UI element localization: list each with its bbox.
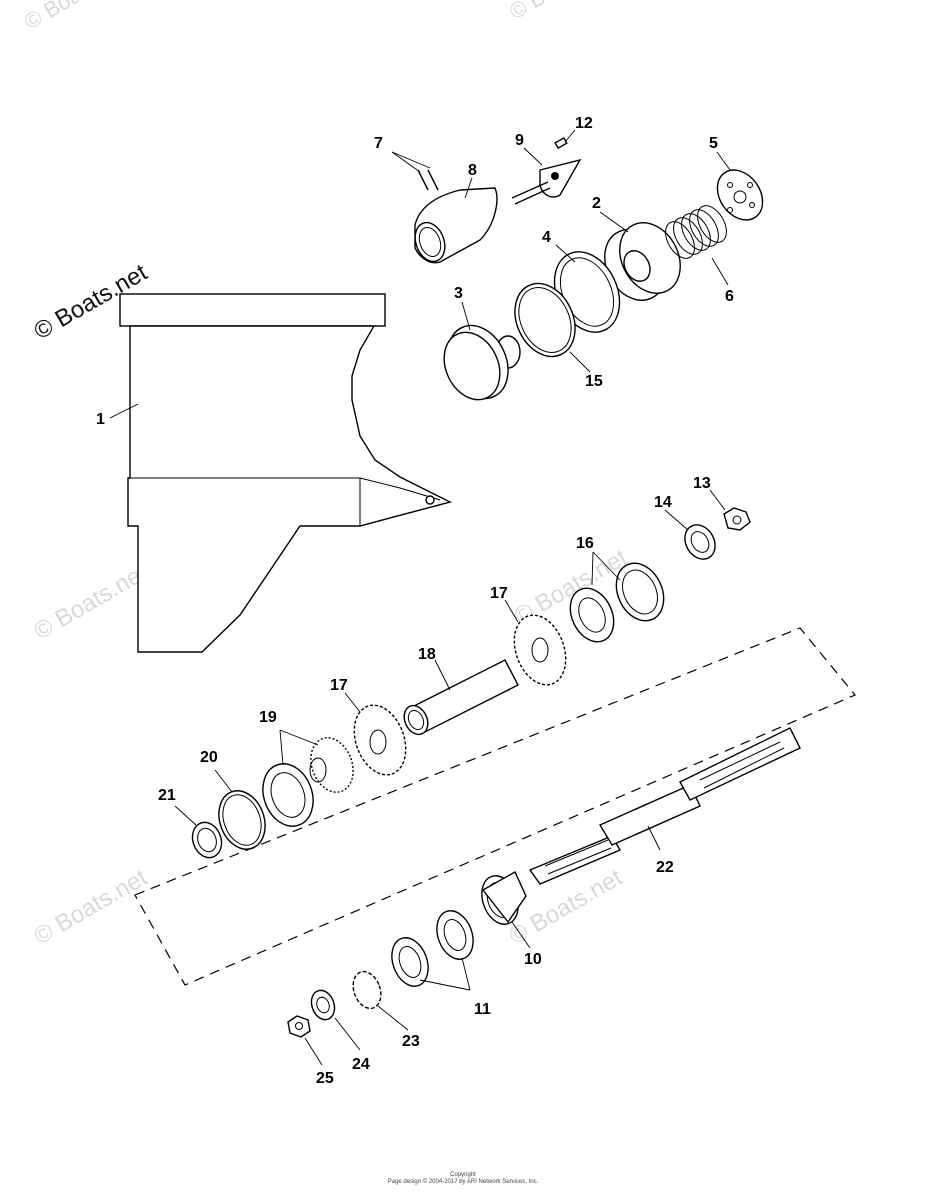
hex-nut-lower	[287, 1015, 311, 1038]
callout-17-lower: 17	[330, 677, 348, 694]
footer-page-design: Page design © 2004-2017 by ARI Network S…	[387, 1179, 539, 1185]
washer-small	[684, 524, 716, 560]
bracket	[414, 187, 498, 264]
callout-2: 2	[592, 195, 601, 212]
callout-21: 21	[158, 787, 176, 804]
flat-washer	[310, 989, 336, 1021]
callout-1: 1	[96, 411, 105, 428]
watermark: © Boats.net	[20, 0, 132, 34]
spring	[665, 205, 727, 259]
callout-6: 6	[725, 288, 734, 305]
callout-10: 10	[524, 951, 542, 968]
callout-11: 11	[474, 1001, 491, 1018]
callout-16: 16	[576, 535, 594, 552]
callout-23: 23	[402, 1033, 420, 1050]
callout-19: 19	[259, 709, 277, 726]
callout-9: 9	[515, 132, 524, 149]
callout-12: 12	[575, 115, 593, 132]
hex-nut-upper	[723, 507, 751, 531]
pins	[391, 151, 439, 191]
footer-copyright: Copyright	[450, 1172, 476, 1178]
callout-5: 5	[709, 135, 718, 152]
callout-8: 8	[468, 162, 477, 179]
set-screw	[554, 136, 568, 150]
callout-3: 3	[454, 285, 463, 302]
callout-17-upper: 17	[490, 585, 508, 602]
spacer-tube	[403, 659, 519, 736]
shim-plate	[716, 169, 764, 221]
watermark: © Boats.net	[505, 0, 617, 24]
callout-7: 7	[374, 135, 383, 152]
callout-18: 18	[418, 646, 436, 663]
oil-seals	[391, 910, 474, 987]
callout-24: 24	[352, 1056, 370, 1073]
callout-15: 15	[585, 373, 603, 390]
needle-bearing	[481, 871, 527, 925]
pinion-gear-lower	[353, 704, 407, 776]
gear-housing	[119, 293, 452, 653]
footer: Copyright Page design © 2004-2017 by ARI…	[0, 1172, 926, 1186]
callout-25: 25	[316, 1070, 334, 1087]
callout-14: 14	[654, 494, 672, 511]
shift-lever	[511, 158, 582, 205]
watermark: © Boats.net	[30, 559, 153, 645]
callouts: 1 2 3 4 5 6 7 8 9 10 11 12 13 14 15 16 1…	[96, 115, 734, 1087]
callout-4: 4	[542, 229, 551, 246]
callout-22: 22	[656, 859, 674, 876]
tab-washer	[352, 970, 382, 1010]
assembly-outline	[134, 627, 856, 986]
pinion-gear-upper	[513, 614, 567, 686]
callout-20: 20	[200, 749, 218, 766]
callout-13: 13	[693, 475, 711, 492]
cover-cap	[443, 324, 521, 401]
tapered-bearing-lower	[262, 737, 354, 827]
drive-shaft	[528, 727, 801, 885]
leader-lines	[109, 129, 731, 1066]
tapered-bearing-upper	[569, 562, 665, 643]
o-ring	[514, 282, 576, 358]
watermark: © Boats.net	[30, 864, 153, 950]
